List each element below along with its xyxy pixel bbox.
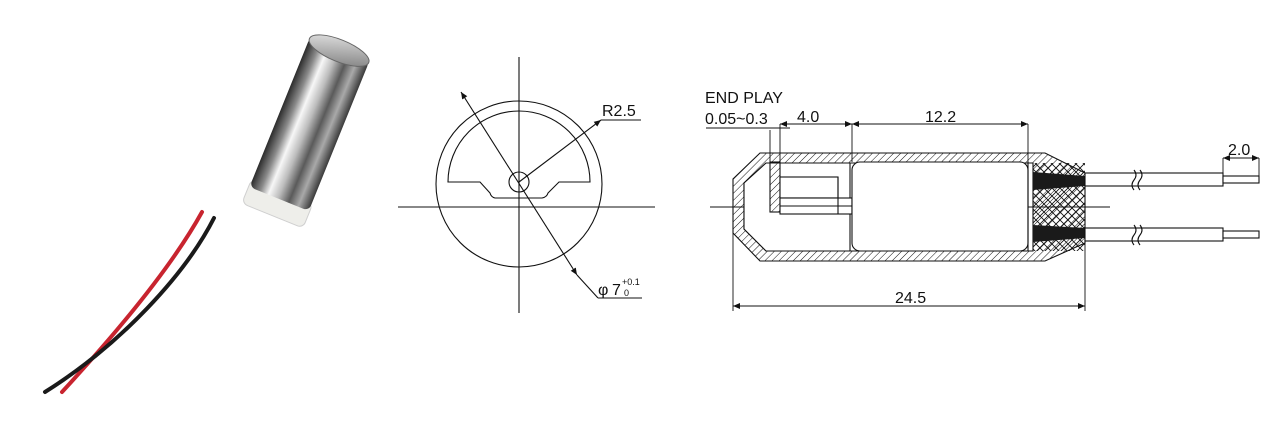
- black-wire: [43, 216, 216, 394]
- dim-label-overall: 24.5: [895, 290, 926, 307]
- dim-label-shaft: 4.0: [797, 109, 819, 126]
- radius-label: R2.5: [602, 103, 636, 120]
- red-wire: [60, 210, 204, 394]
- diameter-tol-lower: 0: [624, 288, 629, 298]
- diameter-value: 7: [612, 282, 621, 299]
- end-play-value: 0.05~0.3: [705, 111, 768, 128]
- terminal-upper: [1033, 172, 1085, 190]
- diameter-symbol: φ: [598, 282, 608, 299]
- stripped-end-lower: [1222, 230, 1260, 239]
- stripped-end-upper: [1222, 175, 1260, 184]
- end-view: [398, 57, 655, 313]
- diameter-tol-upper: +0.1: [622, 277, 640, 287]
- motor-photo: [43, 34, 370, 394]
- motor-body: [851, 161, 1029, 252]
- lead-wire-upper: [1084, 172, 1224, 187]
- dim-label-body: 12.2: [925, 109, 956, 126]
- wire-break-upper: [1131, 169, 1143, 191]
- wire-break-lower: [1131, 224, 1143, 246]
- lead-wire-lower: [1084, 227, 1224, 242]
- end-play-title: END PLAY: [705, 90, 783, 107]
- end-view-labels: R2.5 φ 7 +0.1 0: [598, 103, 640, 299]
- side-view: [706, 121, 1260, 311]
- dim-label-lead: 2.0: [1228, 142, 1250, 159]
- eccentric-weight: [779, 176, 839, 199]
- motor-can-top: [308, 34, 370, 67]
- side-view-labels: END PLAY 0.05~0.3 4.0 12.2 2.0 24.5: [705, 90, 1250, 307]
- motor-can: [251, 38, 368, 210]
- diameter-dimension-line: [460, 91, 578, 276]
- terminal-lower: [1033, 225, 1085, 242]
- front-stop-wall: [769, 161, 781, 213]
- radius-leader: [518, 119, 602, 183]
